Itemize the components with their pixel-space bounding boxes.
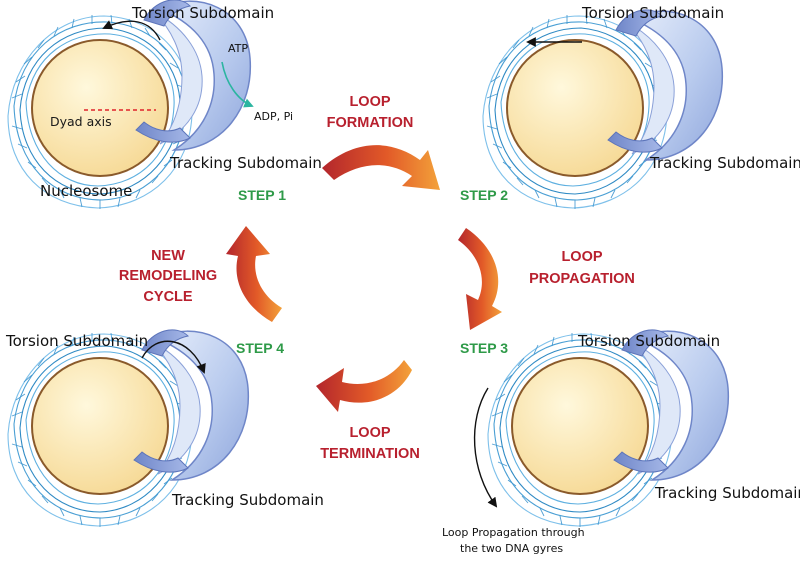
- loop-propagation-label-1: LOOP: [561, 249, 602, 265]
- step4-label: STEP 4: [236, 340, 284, 356]
- loop-termination-label-1: LOOP: [349, 425, 390, 441]
- new-cycle-label-2: REMODELING: [119, 268, 217, 284]
- step2-panel: Torsion Subdomain Tracking Subdomain: [482, 4, 800, 210]
- nucleosome-step4: [7, 332, 194, 528]
- nucleosome-step3: [487, 332, 674, 528]
- propagation-note-line1: Loop Propagation through: [442, 526, 585, 539]
- tracking-label-step3: Tracking Subdomain: [654, 484, 800, 502]
- new-cycle-label-3: CYCLE: [143, 289, 192, 305]
- torsion-arrow-step1: [102, 20, 161, 41]
- dyad-axis-label: Dyad axis: [50, 114, 112, 129]
- new-cycle-label-1: NEW: [151, 248, 185, 264]
- loop-termination-label-2: TERMINATION: [320, 446, 420, 462]
- atp-arrow: [221, 61, 254, 108]
- nucleosome-label: Nucleosome: [40, 182, 132, 200]
- atp-label: ATP: [228, 42, 248, 55]
- new-cycle-arrow: [226, 226, 282, 322]
- step4-panel: Torsion Subdomain Tracking Subdomain: [5, 329, 324, 528]
- propagation-arrow: [473, 387, 498, 508]
- propagation-note-line2: the two DNA gyres: [460, 542, 563, 555]
- torsion-label-step1: Torsion Subdomain: [131, 4, 274, 22]
- tracking-label-step4: Tracking Subdomain: [171, 491, 324, 509]
- step3-label: STEP 3: [460, 340, 508, 356]
- loop-propagation-arrow: [458, 228, 502, 330]
- torsion-arrow-step4: [141, 340, 206, 374]
- adp-label: ADP, Pi: [254, 110, 293, 123]
- step1-label: STEP 1: [238, 187, 286, 203]
- loop-formation-arrow: [322, 145, 440, 190]
- nucleosome-step2: [482, 14, 669, 210]
- tracking-label-step1: Tracking Subdomain: [169, 154, 322, 172]
- nucleosome-step1: [7, 14, 194, 210]
- tracking-label-step2: Tracking Subdomain: [649, 154, 800, 172]
- torsion-label-step2: Torsion Subdomain: [581, 4, 724, 22]
- step1-panel: Dyad axis Torsion Subdomain ATP ADP, Pi …: [7, 0, 322, 210]
- loop-propagation-label-2: PROPAGATION: [529, 271, 635, 287]
- loop-termination-arrow: [316, 360, 412, 412]
- torsion-label-step3: Torsion Subdomain: [577, 332, 720, 350]
- loop-formation-label-1: LOOP: [349, 94, 390, 110]
- step3-panel: Torsion Subdomain Tracking Subdomain Loo…: [442, 329, 800, 555]
- step2-label: STEP 2: [460, 187, 508, 203]
- torsion-label-step4: Torsion Subdomain: [5, 332, 148, 350]
- loop-formation-label-2: FORMATION: [327, 115, 414, 131]
